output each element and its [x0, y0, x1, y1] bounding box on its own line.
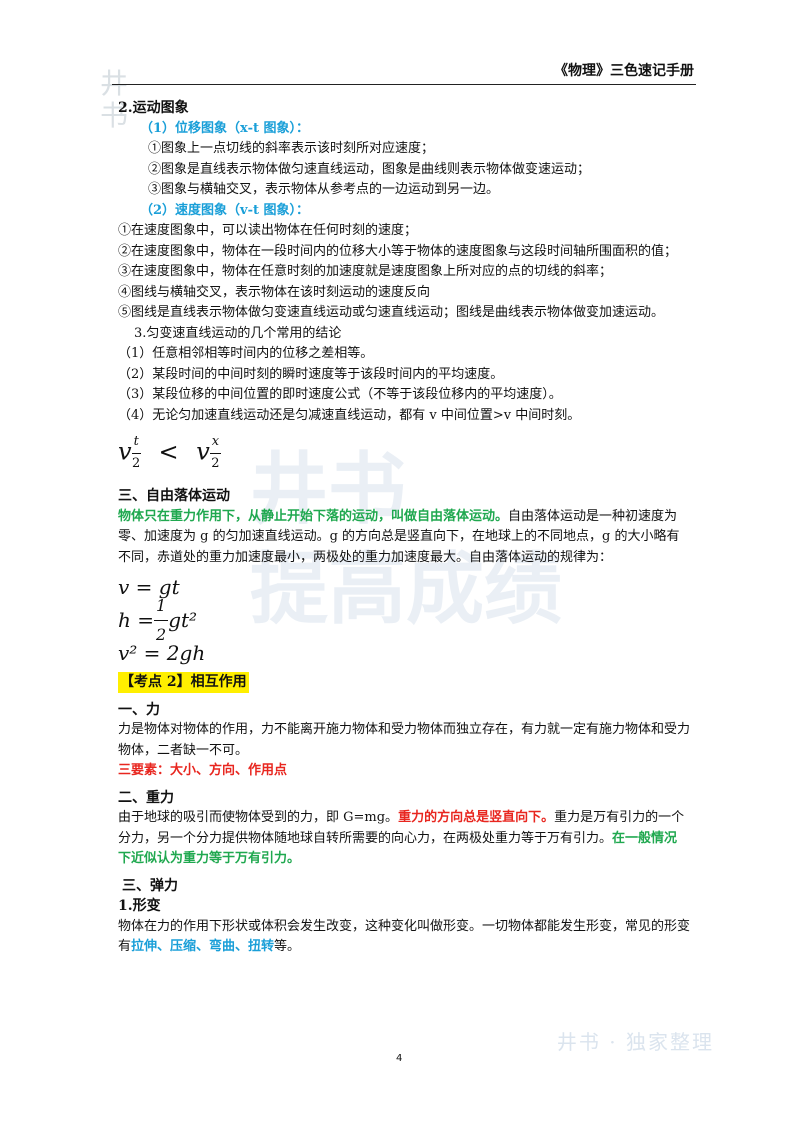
xt-item-3: ③图象与横轴交叉，表示物体从参考点的一边运动到另一边。	[148, 182, 500, 197]
inequality-left-den: 2	[132, 455, 141, 471]
watermark-left-text: 井书	[99, 67, 128, 132]
conclusions-title: 3.匀变速直线运动的几个常用的结论	[134, 325, 342, 341]
header-rule	[112, 84, 696, 85]
gravity-title: 二、重力	[118, 789, 174, 806]
watermark-center: 井书 提高成绩	[250, 444, 563, 635]
vt-item-3: ③在速度图象中，物体在任意时刻的加速度就是速度图象上所对应的点的切线的斜率；	[118, 264, 613, 279]
vt-item-1: ①在速度图象中，可以读出物体在任何时刻的速度；	[118, 223, 418, 238]
watermark-logo: 井书	[92, 68, 136, 168]
gravity-direction: 重力的方向总是竖直向下。	[398, 810, 555, 825]
conclusion-4: （4）无论匀加速直线运动还是匀减速直线运动，都有 v 中间位置>v 中间时刻。	[118, 407, 581, 423]
vt-item-5: ⑤图线是直线表示物体做匀变速直线运动或匀速直线运动；图线是曲线表示物体做变加速运…	[118, 305, 665, 320]
deformation-body-b: 等。	[274, 939, 301, 954]
vt-item-4: ④图线与横轴交叉，表示物体在该时刻运动的速度反向	[118, 284, 431, 300]
formula-h-left: h =	[118, 608, 154, 632]
free-fall-definition: 物体只在重力作用下，从静止开始下落的运动，叫做自由落体运动。	[118, 508, 509, 524]
force-body: 力是物体对物体的作用，力不能离开施力物体和受力物体而独立存在，有力就一定有施力物…	[118, 722, 691, 758]
formula-h-right: gt²	[168, 608, 198, 632]
vt-graph-title: （2）速度图象（v-t 图象）：	[140, 202, 310, 218]
conclusion-3: （3）某段位移的中间位置的即时速度公式（不等于该段位移内的平均速度）。	[118, 387, 562, 402]
force-title: 一、力	[118, 701, 160, 718]
inequality-right-v: v	[196, 437, 210, 466]
free-fall-paragraph: 物体只在重力作用下，从静止开始下落的运动，叫做自由落体运动。自由落体运动是一种初…	[118, 507, 690, 569]
formula-h-num: 1	[154, 592, 169, 621]
formula-h-den: 2	[156, 624, 167, 644]
header-title: 《物理》三色速记手册	[554, 63, 694, 79]
conclusion-1: （1）任意相邻相等时间内的位移之差相等。	[118, 346, 374, 361]
xt-graph-title: （1）位移图象（x-t 图象）：	[140, 120, 309, 136]
xt-item-2: ②图象是直线表示物体做匀速直线运动，图象是曲线则表示物体做变速运动；	[148, 161, 591, 177]
conclusion-2: （2）某段时间的中间时刻的瞬时速度等于该段时间内的平均速度。	[118, 366, 504, 382]
watermark-bottom: 井书 · 独家整理	[556, 1030, 714, 1054]
inequality-left-v: v	[118, 437, 132, 466]
xt-item-1: ①图象上一点切线的斜率表示该时刻所对应速度；	[148, 141, 435, 156]
deformation-forms: 拉伸、压缩、弯曲、扭转	[131, 939, 275, 954]
content: 2.运动图象 （1）位移图象（x-t 图象）： ①图象上一点切线的斜率表示该时刻…	[118, 92, 690, 958]
motion-graphs-title: 2.运动图象	[118, 100, 189, 116]
vt-item-2: ②在速度图象中，物体在一段时间内的位移大小等于物体的速度图象与这段时间轴所围面积…	[118, 243, 678, 259]
deformation-title: 1.形变	[118, 898, 161, 914]
gravity-body-a: 由于地球的吸引而使物体受到的力，即 G=mg。	[118, 810, 399, 825]
inequality-operator: <	[158, 437, 179, 466]
inequality-right-den: 2	[211, 455, 220, 471]
gravity-body-b: 重力是万有引力的一个分力，另一个分力提供物体随地球自转所需要的向心力，在两极处重…	[118, 810, 685, 846]
gravity-approximation: 在一般情况下近似认为重力等于万有引力。	[118, 830, 678, 867]
force-elements: 三要素：大小、方向、作用点	[118, 763, 288, 778]
deformation-paragraph: 物体在力的作用下形状或体积会发生改变，这种变化叫做形变。一切物体都能发生形变，常…	[118, 917, 690, 958]
free-fall-body: 自由落体运动是一种初速度为零、加速度为 g 的匀加速直线运动。g 的方向总是竖直…	[118, 508, 680, 565]
formula-v2: v² = 2gh	[118, 641, 206, 665]
page-number: 4	[396, 1053, 403, 1064]
formula-v: v = gt	[118, 575, 180, 599]
deformation-body-a: 物体在力的作用下形状或体积会发生改变，这种变化叫做形变。一切物体都能发生形变，常…	[118, 918, 691, 955]
inequality-left-num: t	[131, 432, 141, 454]
gravity-paragraph: 由于地球的吸引而使物体受到的力，即 G=mg。重力的方向总是竖直向下。重力是万有…	[118, 808, 690, 870]
free-fall-title: 三、自由落体运动	[118, 488, 230, 504]
elastic-title: 三、弹力	[122, 877, 178, 894]
inequality-right-num: x	[209, 432, 222, 454]
exam-point-2-label: 【考点 2】相互作用	[118, 672, 249, 693]
